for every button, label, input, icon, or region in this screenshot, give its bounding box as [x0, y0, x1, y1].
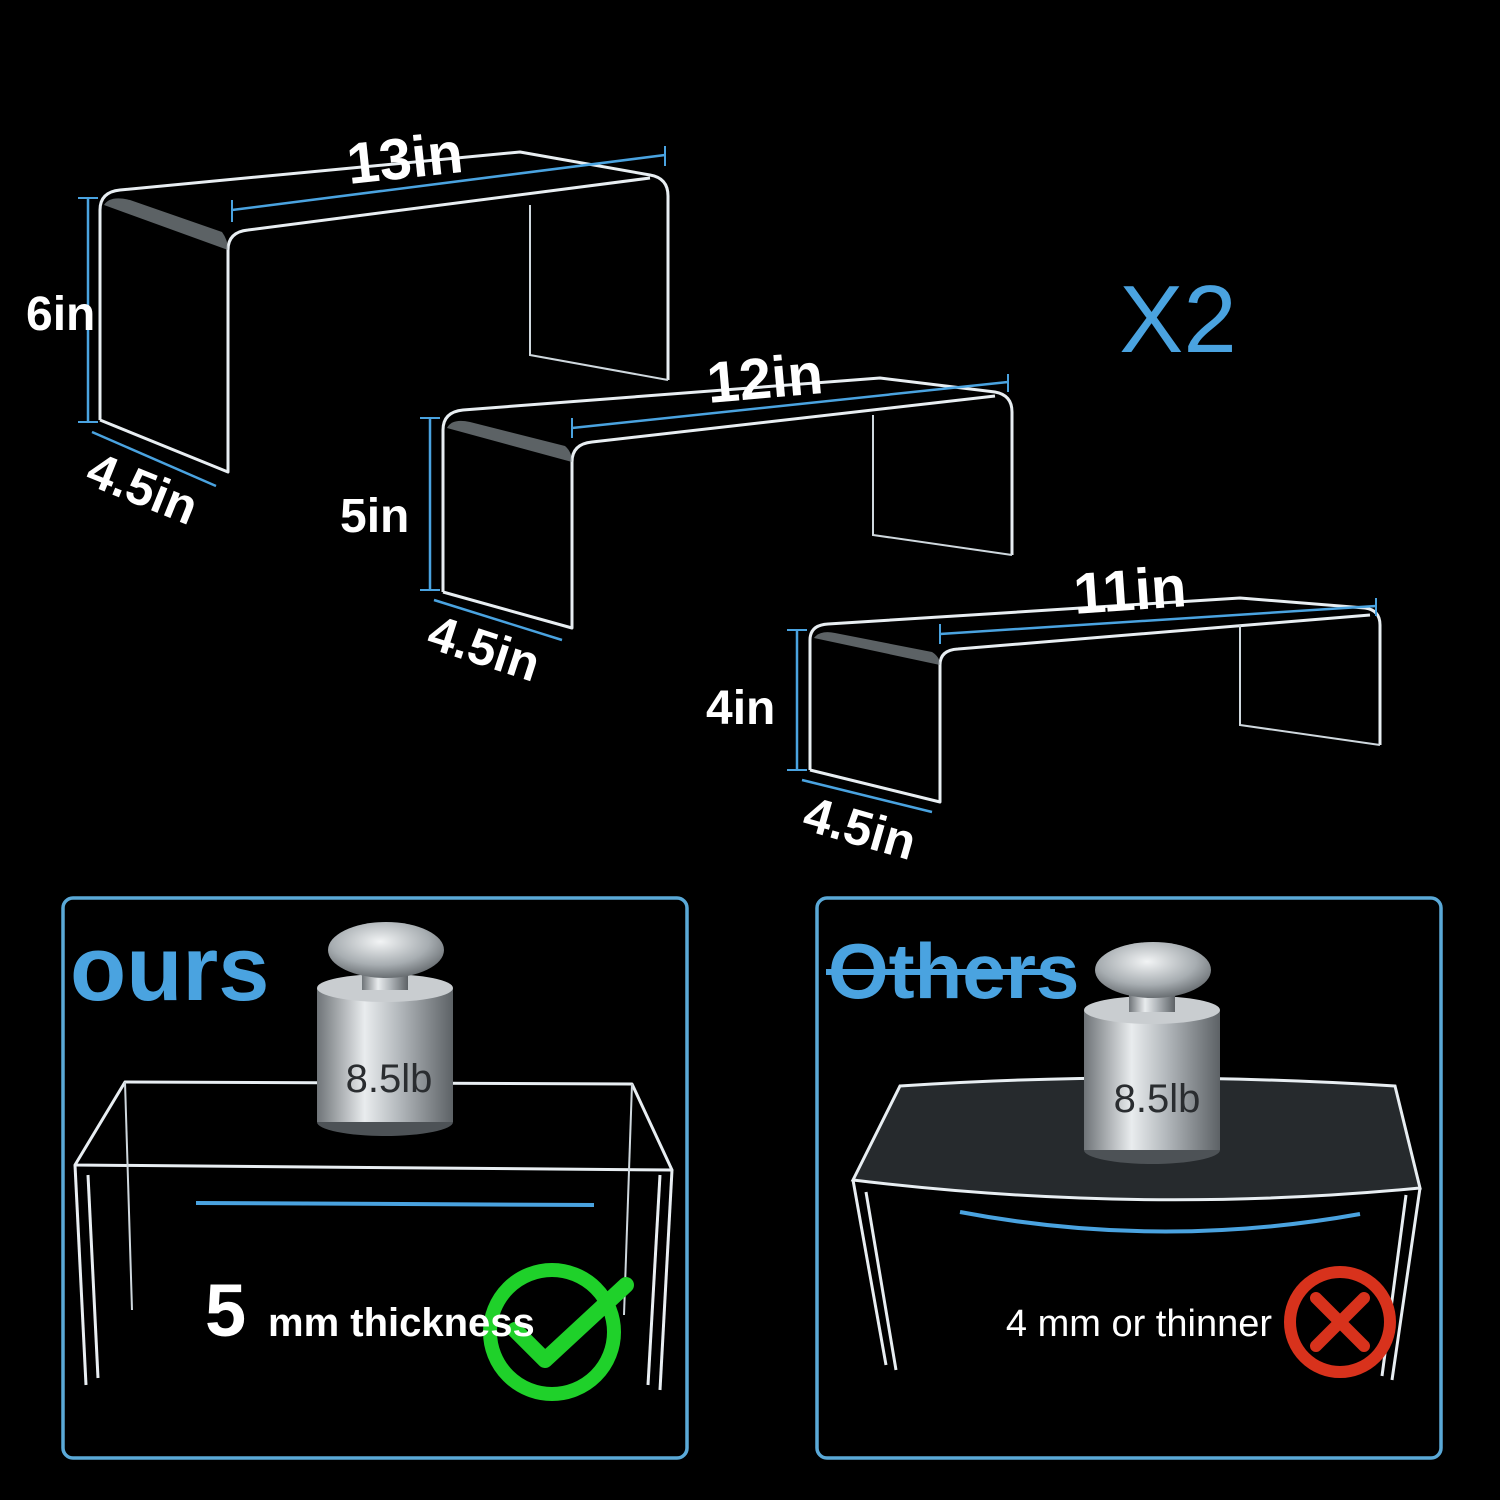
others-panel: Others 8.5lb 4 mm or thinner: [815, 896, 1443, 1460]
stand-11in-depth-label: 4.5in: [797, 786, 922, 871]
others-thickness-text: 4 mm or thinner: [1006, 1303, 1272, 1345]
stand-12in: 12in 5in 4.5in: [340, 341, 1014, 693]
stand-11in: 11in 4in 4.5in: [706, 554, 1382, 871]
ours-title: ours: [70, 918, 269, 1020]
stand-11in-width-label: 11in: [1071, 554, 1188, 627]
stand-12in-depth-label: 4.5in: [421, 604, 547, 692]
cross-icon: [1284, 1266, 1396, 1378]
ours-weight-icon: [317, 922, 453, 1136]
stand-13in-height-label: 6in: [26, 288, 95, 341]
stand-12in-height-label: 5in: [340, 490, 409, 543]
quantity-multiplier: X2: [1119, 266, 1236, 373]
others-weight-icon: [1084, 942, 1220, 1164]
stand-12in-width-label: 12in: [704, 341, 825, 416]
stand-13in-width-label: 13in: [344, 120, 466, 197]
ours-stand: [73, 1080, 674, 1391]
others-weight-label: 8.5lb: [1114, 1077, 1201, 1121]
ours-panel: ours 8.5lb 5 mm thickness: [61, 896, 689, 1460]
ours-weight-label: 8.5lb: [346, 1057, 433, 1101]
check-icon: [483, 1263, 634, 1401]
ours-thickness-text: mm thickness: [268, 1301, 535, 1345]
ours-thickness-number: 5: [205, 1269, 246, 1352]
stand-11in-height-label: 4in: [706, 682, 775, 735]
